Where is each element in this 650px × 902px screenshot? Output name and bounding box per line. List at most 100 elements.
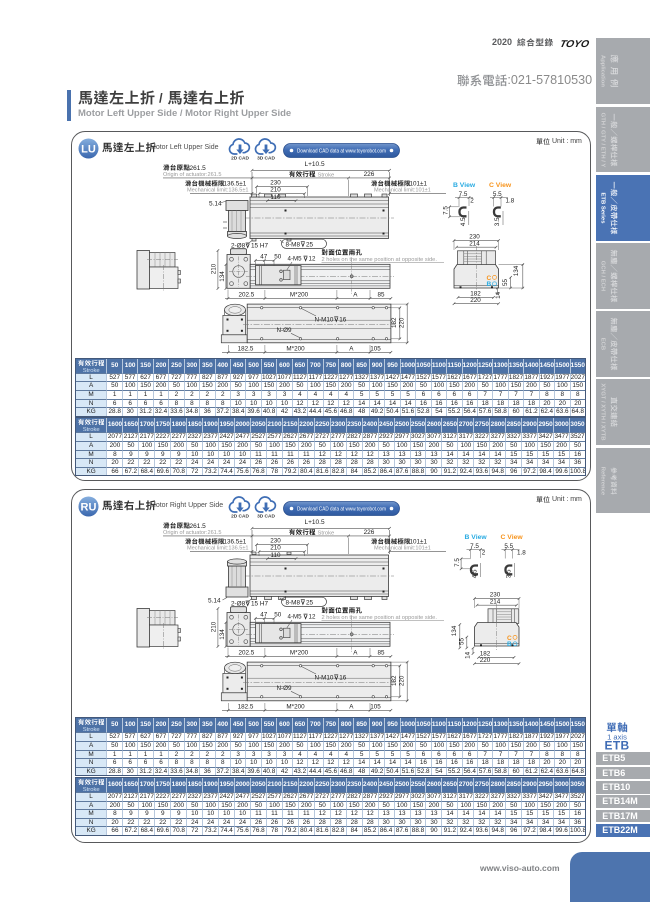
svg-text:M*200: M*200: [290, 649, 309, 656]
svg-text:Origin of actuator:261.5: Origin of actuator:261.5: [163, 530, 221, 536]
svg-text:2 holes on the same position a: 2 holes on the same position at opposite…: [322, 615, 438, 621]
svg-text:47: 47: [260, 253, 268, 260]
svg-text:55: 55: [459, 638, 466, 646]
svg-text:16: 16: [339, 675, 347, 682]
svg-text:Download CAD data at www.toyor: Download CAD data at www.toyorobot.com: [297, 148, 386, 154]
svg-text:25: 25: [306, 599, 314, 606]
svg-text:A: A: [349, 703, 354, 710]
svg-text:1.8: 1.8: [517, 550, 526, 557]
svg-text:14: 14: [465, 651, 472, 659]
svg-text:220: 220: [398, 317, 405, 328]
svg-text:230: 230: [469, 234, 480, 241]
svg-text:134: 134: [513, 265, 520, 276]
svg-text:N-M10: N-M10: [315, 675, 334, 682]
svg-text:N-Ø9: N-Ø9: [277, 685, 293, 692]
svg-text:C View: C View: [489, 182, 512, 189]
svg-text:A: A: [353, 291, 358, 298]
svg-text:7.5: 7.5: [454, 558, 461, 567]
svg-text:134: 134: [451, 625, 458, 636]
svg-text:55: 55: [502, 279, 509, 287]
svg-text:B: B: [487, 281, 492, 288]
svg-text:105: 105: [370, 703, 381, 710]
svg-text:ETB Series: ETB Series: [599, 192, 605, 224]
svg-text:85: 85: [377, 291, 385, 298]
svg-text:C View: C View: [501, 534, 524, 541]
svg-text:1 axis: 1 axis: [607, 732, 627, 741]
svg-text:182.5: 182.5: [238, 703, 254, 710]
svg-text:7.5: 7.5: [470, 543, 479, 550]
svg-text:7.5: 7.5: [459, 191, 468, 198]
svg-text:220: 220: [480, 657, 491, 664]
svg-text:Stroke: Stroke: [83, 367, 100, 372]
svg-text:261.5: 261.5: [190, 523, 207, 530]
svg-text:B View: B View: [465, 534, 488, 541]
svg-text:TOYO: TOYO: [559, 39, 591, 49]
svg-text:1.8: 1.8: [506, 198, 515, 205]
svg-text:/: /: [159, 91, 163, 106]
svg-text:110: 110: [270, 194, 281, 201]
svg-text:202.5: 202.5: [239, 291, 255, 298]
svg-text:230: 230: [270, 538, 281, 545]
svg-text:261.5: 261.5: [190, 165, 207, 172]
svg-text:5.5: 5.5: [493, 191, 502, 198]
svg-text:Mechanical limit:101±1: Mechanical limit:101±1: [374, 546, 431, 552]
svg-text:230: 230: [490, 592, 501, 599]
svg-text:182: 182: [391, 317, 398, 328]
svg-text:182: 182: [480, 650, 491, 657]
svg-text:M*200: M*200: [286, 703, 305, 710]
svg-text:2-Ø8: 2-Ø8: [231, 243, 246, 250]
svg-text:Stroke: Stroke: [318, 172, 335, 178]
svg-text:LU: LU: [81, 143, 96, 155]
svg-text:8-M8: 8-M8: [286, 599, 301, 606]
svg-text:12: 12: [309, 256, 316, 263]
svg-text:Stroke: Stroke: [83, 427, 100, 432]
svg-text:5.5: 5.5: [504, 543, 513, 550]
svg-text:Reference: Reference: [599, 466, 605, 495]
svg-text:C: C: [487, 275, 492, 282]
svg-text:210: 210: [270, 187, 281, 194]
svg-text:4-M5: 4-M5: [288, 256, 303, 263]
svg-text:136.5±1: 136.5±1: [224, 181, 247, 188]
svg-text:182.5: 182.5: [238, 345, 254, 352]
svg-text:Stroke: Stroke: [83, 786, 100, 791]
svg-text:Stroke: Stroke: [83, 727, 100, 732]
svg-text:4-M5: 4-M5: [288, 614, 303, 621]
svg-text:16: 16: [339, 317, 347, 324]
svg-text:GCH / ECH: GCH / ECH: [599, 261, 605, 291]
svg-text:214: 214: [490, 598, 501, 605]
svg-text:RU: RU: [80, 501, 96, 513]
svg-text:110: 110: [270, 552, 281, 559]
svg-text:182: 182: [391, 675, 398, 686]
svg-text:85: 85: [377, 649, 385, 656]
svg-text:ETB: ETB: [605, 739, 630, 752]
svg-text:230: 230: [270, 180, 281, 187]
svg-text:Download CAD data at www.toyor: Download CAD data at www.toyorobot.com: [297, 506, 386, 512]
svg-text:47: 47: [260, 611, 268, 618]
svg-text:2D CAD: 2D CAD: [231, 513, 249, 518]
svg-text:8-M8: 8-M8: [286, 241, 301, 248]
svg-text:2D CAD: 2D CAD: [231, 155, 249, 160]
svg-text:5.14: 5.14: [208, 598, 221, 605]
svg-text:3D CAD: 3D CAD: [257, 155, 275, 160]
svg-text:A: A: [353, 649, 358, 656]
svg-text:5.14: 5.14: [209, 201, 222, 208]
svg-text:3.5: 3.5: [494, 217, 501, 226]
svg-text:105: 105: [370, 345, 381, 352]
svg-text:Mechanical limit:136.5±1: Mechanical limit:136.5±1: [187, 546, 249, 552]
svg-text:3D CAD: 3D CAD: [257, 513, 275, 518]
svg-text:Mechanical limit:101±1: Mechanical limit:101±1: [374, 188, 431, 194]
svg-text:136.5±1: 136.5±1: [224, 539, 247, 546]
svg-text:L+10.5: L+10.5: [305, 161, 325, 168]
svg-text:Application: Application: [599, 55, 605, 87]
svg-text:101±1: 101±1: [410, 181, 428, 188]
svg-text:GTH / GTY / ETH / Y: GTH / GTY / ETH / Y: [599, 112, 605, 167]
svg-text:B: B: [507, 641, 512, 648]
svg-text:B View: B View: [453, 182, 476, 189]
svg-text:4.5: 4.5: [460, 217, 467, 226]
svg-text:7.5: 7.5: [442, 206, 449, 215]
svg-text:15 H7: 15 H7: [251, 601, 268, 608]
svg-text:M*200: M*200: [290, 291, 309, 298]
svg-text:L+10.5: L+10.5: [305, 519, 325, 526]
svg-text:50: 50: [274, 611, 282, 618]
svg-text:210: 210: [211, 621, 218, 632]
